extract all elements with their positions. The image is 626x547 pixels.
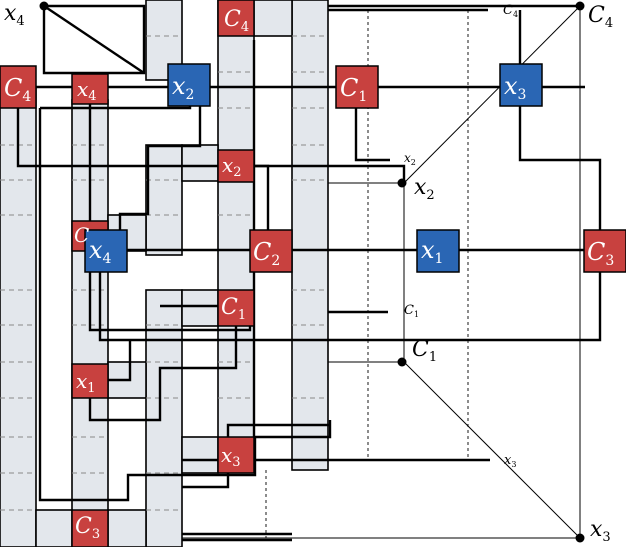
red-label-11: C: [74, 223, 89, 247]
blue-label-1: x3: [504, 72, 526, 103]
band-mid: [217, 0, 255, 471]
small-label-x2: x2: [404, 151, 416, 167]
dot-x4: [39, 1, 49, 11]
red-node-c4-left: [0, 65, 37, 109]
blue-label-3: x1: [421, 236, 443, 267]
corner-label-x2: x2: [414, 175, 435, 203]
red-label-10: C3: [75, 514, 100, 542]
right-frame: [182, 5, 581, 539]
red-label-9: x3: [221, 443, 241, 470]
red-node-x3: [217, 436, 255, 474]
red-label-8: x1: [76, 369, 96, 396]
corner-label-c4: C4: [588, 3, 613, 31]
dot-c4: [575, 1, 585, 11]
red-node-c4-top: [217, 0, 255, 37]
red-label-3: C1: [340, 74, 367, 105]
band-right: [291, 0, 329, 471]
dot-x2: [397, 178, 407, 188]
blue-node-x4: [84, 229, 128, 273]
band-top-b: [253, 0, 293, 37]
corner-label-c1: C1: [412, 337, 437, 365]
red-label-7: C1: [221, 295, 246, 323]
grid-bands: [0, 0, 329, 547]
band-midupper: [145, 144, 183, 256]
red-node-c3-right: [583, 229, 626, 273]
small-label-c4: C4: [503, 3, 518, 19]
small-label-x3: x3: [504, 453, 516, 469]
band-lower: [145, 289, 183, 547]
terminal-dots: [39, 1, 585, 543]
band-bottom-1: [35, 509, 73, 547]
band-bottom-2: [107, 509, 147, 547]
band-step-1: [181, 144, 219, 182]
red-node-x1: [71, 363, 109, 399]
band-step-4: [181, 289, 219, 327]
blue-node-x2: [167, 63, 211, 107]
red-label-6: C3: [587, 238, 614, 269]
red-label-2: x4: [77, 77, 97, 104]
red-node-c1-mid: [217, 289, 255, 327]
red-node-c2: [249, 229, 293, 273]
wires: [16, 4, 610, 542]
red-label-5: C2: [253, 238, 280, 269]
corner-label-x4: x4: [4, 1, 25, 29]
red-node-x4: [71, 73, 109, 105]
red-node-x2: [217, 149, 255, 183]
red-label-4: x2: [222, 153, 242, 180]
small-label-c1: C1: [404, 303, 419, 319]
red-label-0: C4: [224, 7, 249, 35]
blue-label-0: x2: [172, 72, 194, 103]
dot-c1: [397, 357, 407, 367]
red-node-c3-bottom: [71, 509, 109, 547]
band-step-5: [181, 436, 219, 474]
corner-label-x3: x3: [590, 517, 611, 545]
blue-label-2: x4: [89, 236, 112, 267]
red-label-1: C4: [4, 74, 31, 105]
red-node-c1-top: [335, 65, 379, 109]
blue-node-x3: [499, 63, 543, 107]
blue-node-x1: [416, 229, 460, 273]
dot-x3: [575, 533, 585, 543]
blue-nodes: [84, 63, 543, 273]
